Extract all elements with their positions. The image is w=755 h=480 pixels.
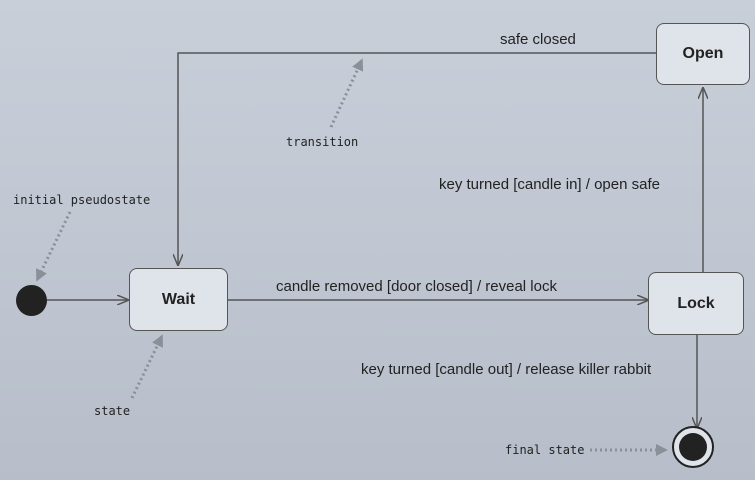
label-key-turned-candle-out: key turned [candle out] / release killer… (361, 361, 652, 378)
label-candle-removed: candle removed [door closed] / reveal lo… (276, 278, 557, 295)
state-open: Open (656, 23, 750, 85)
state-lock: Lock (648, 272, 744, 335)
annotation-transition: transition (286, 135, 359, 149)
annotation-final-state: final state (505, 443, 585, 457)
transition-pointer (329, 58, 364, 128)
annotation-initial-pseudostate: initial pseudostate (13, 193, 151, 207)
label-key-turned-candle-in: key turned [candle in] / open safe (439, 176, 660, 193)
open-to-wait-arrow (178, 52, 656, 265)
initial-pseudostate (16, 285, 47, 316)
annotation-state: state (94, 404, 131, 418)
label-safe-closed: safe closed (500, 31, 576, 48)
state-wait: Wait (129, 268, 228, 331)
initial-pseudostate-pointer (36, 211, 72, 282)
state-pointer (130, 334, 163, 399)
final-state-inner (679, 433, 707, 461)
